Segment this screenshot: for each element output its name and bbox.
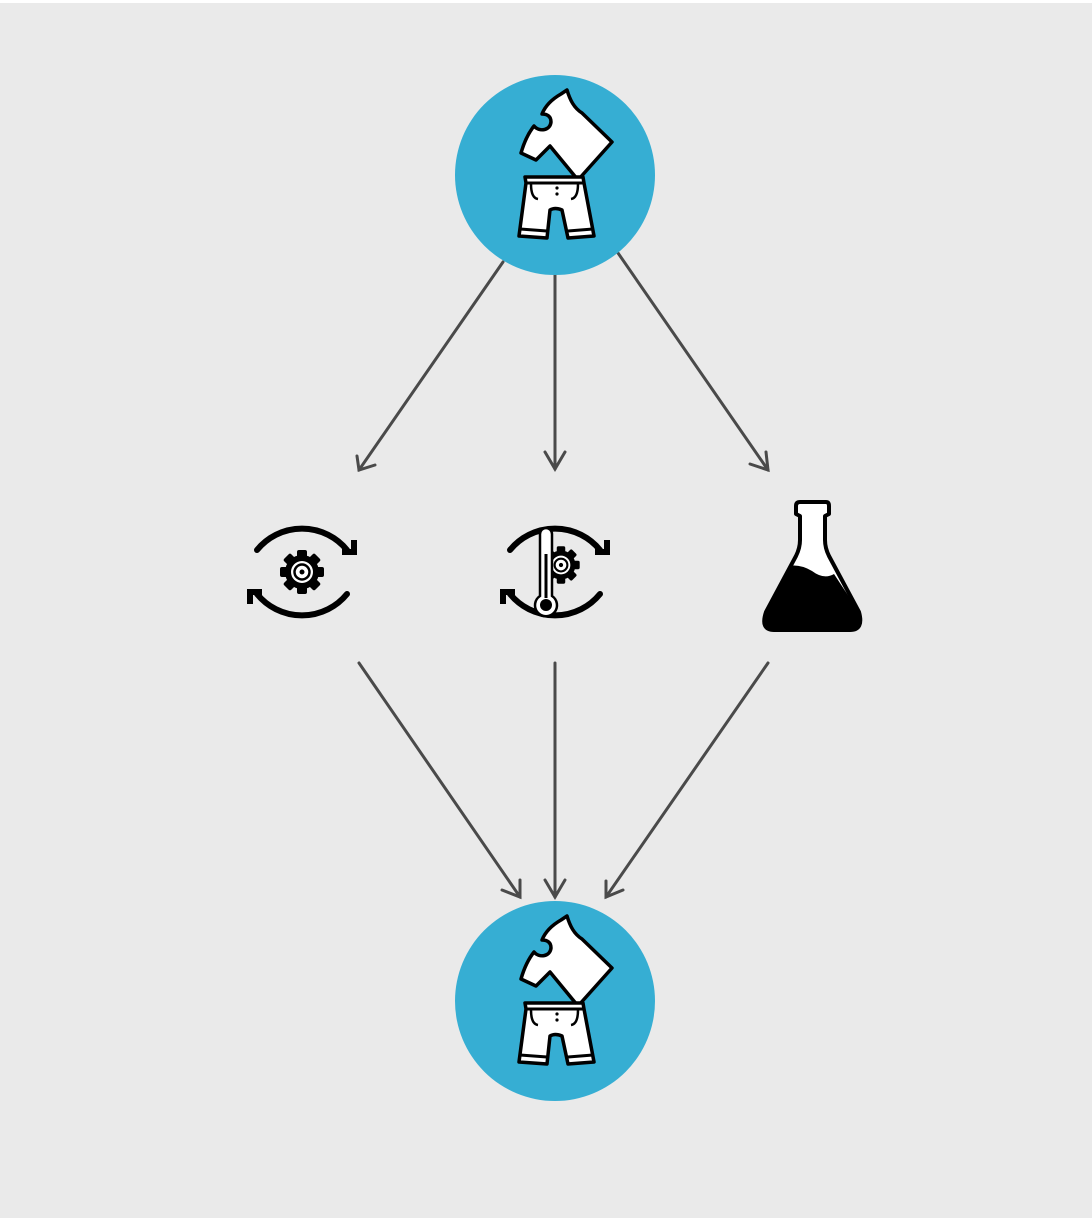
- node-circle: [455, 75, 655, 275]
- edge-mechanical-to-bottom: [357, 661, 522, 900]
- edge-chemical-to-bottom: [604, 661, 770, 900]
- node-mechanical-cycle: [250, 529, 354, 616]
- node-thermal-cycle: [503, 528, 607, 616]
- edge-thermal-to-bottom: [543, 661, 567, 900]
- thermometer-gear-cycle-icon: [503, 528, 607, 616]
- node-chemical: [762, 500, 863, 632]
- edge-top-to-thermal: [543, 273, 567, 472]
- gear-cycle-icon: [250, 529, 354, 616]
- node-circle: [455, 901, 655, 1101]
- node-clothing-top: [455, 75, 655, 275]
- edge-top-to-mechanical: [355, 260, 505, 472]
- node-clothing-bottom: [455, 901, 655, 1101]
- flask-icon: [762, 500, 863, 632]
- edge-top-to-chemical: [616, 251, 770, 473]
